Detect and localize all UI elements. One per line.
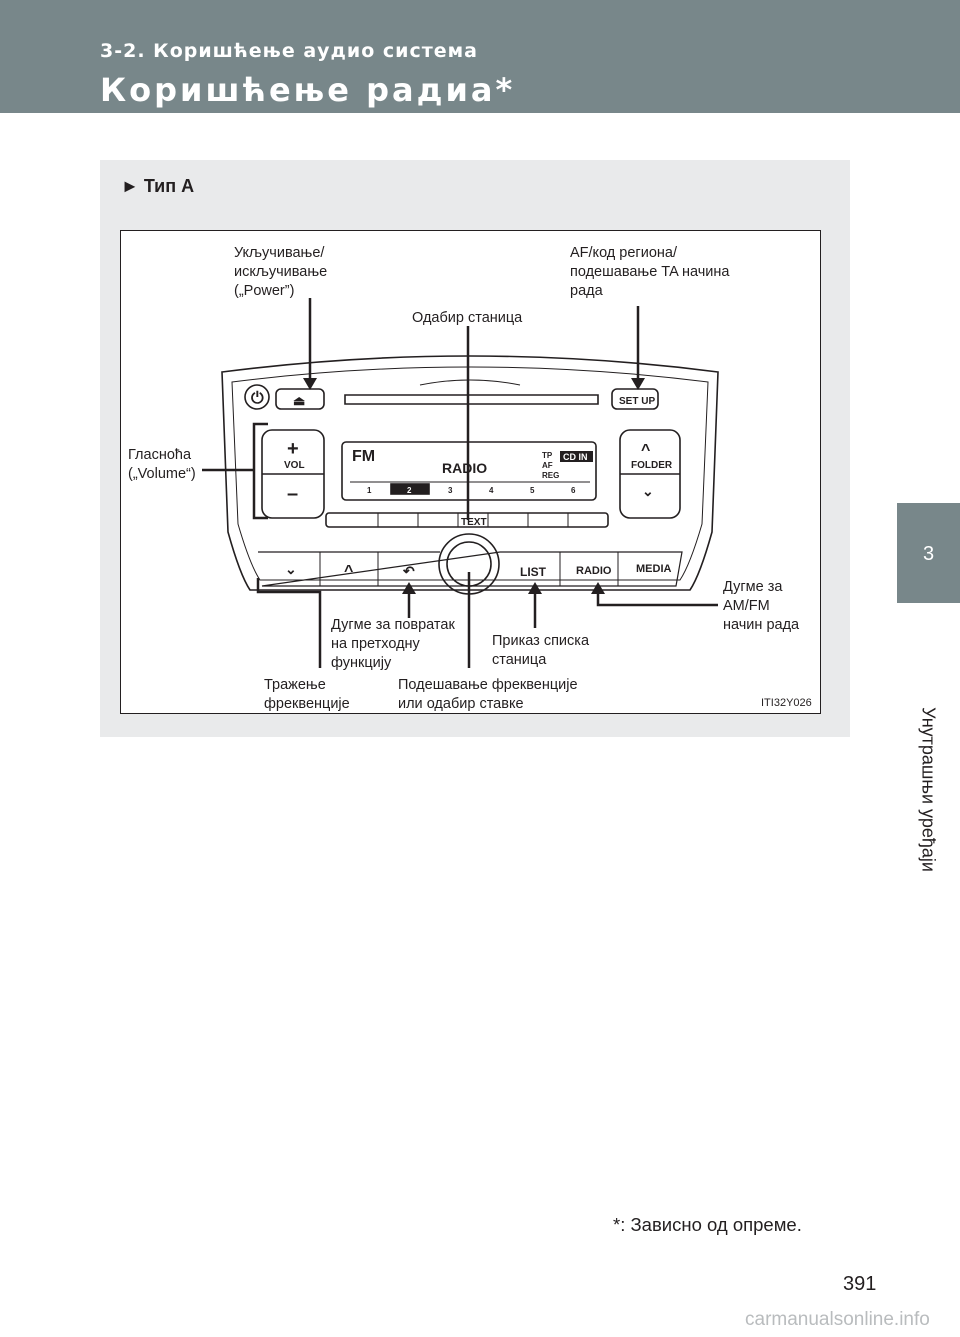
setup-label: SET UP (619, 396, 655, 407)
label-tune: Подешавање фреквенције или одабир ставке (398, 677, 578, 712)
callout-setup-arrow (631, 378, 645, 390)
label-station-select: Одабир станица (412, 310, 523, 326)
preset-1: 1 (367, 486, 372, 495)
callout-back-arrow (402, 582, 416, 594)
section-heading: 3-2. Коришћење аудио система (100, 40, 478, 62)
figure-panel-title: ► Тип А (121, 176, 195, 196)
label-back: Дугме за повратак на претходну функцију (331, 617, 455, 671)
setup-button (611, 388, 659, 410)
label-am-fm: Дугме за AM/FM начин рада (723, 579, 800, 633)
folder-up-icon: ^ (641, 442, 650, 459)
footnote: *: Зависно од опреме. (613, 1214, 802, 1235)
display-flag-reg: REG (542, 471, 559, 480)
preset-2: 2 (407, 486, 412, 495)
display-mode: RADIO (442, 460, 487, 476)
seek-up-icon: ^ (344, 563, 353, 580)
unit-bezel (221, 355, 719, 591)
preset-3: 3 (448, 486, 453, 495)
unit-inner-bezel (231, 366, 709, 581)
callout-amfm-line (596, 590, 718, 607)
text-button-label: TEXT (461, 517, 487, 528)
watermark: carmanualsonline.info (745, 1309, 930, 1330)
vol-label: VOL (284, 460, 305, 471)
label-seek: Тражење фреквенције (264, 677, 350, 712)
folder-down-icon: ⌄ (642, 483, 654, 499)
folder-label: FOLDER (631, 460, 673, 471)
display-flag-af: AF (542, 461, 553, 470)
page-header (0, 0, 960, 113)
radio-button-label: RADIO (576, 565, 612, 577)
callout-amfm-arrow (591, 582, 605, 594)
label-af-code: AF/код региона/ подешавање TA начина рад… (570, 245, 730, 299)
back-icon: ↶ (402, 563, 415, 579)
media-button-label: MEDIA (636, 563, 672, 575)
vol-plus-icon: + (287, 438, 299, 460)
power-icon: ⏻ (251, 390, 264, 407)
label-volume: Гласноћа („Volume“) (128, 447, 196, 482)
preset-4: 4 (489, 486, 494, 495)
display-cd: CD IN (563, 452, 588, 462)
cd-slot (344, 394, 599, 405)
display-band: FM (352, 448, 375, 465)
callout-seek-line (256, 578, 322, 668)
label-list: Приказ списка станица (492, 633, 590, 668)
eject-icon: ⏏ (293, 393, 305, 408)
seek-down-icon: ⌄ (285, 561, 297, 577)
display-cd-badge (560, 451, 593, 462)
preset-5: 5 (530, 486, 535, 495)
figure-id: ITI32Y026 (761, 697, 812, 709)
chapter-number: 3 (922, 543, 935, 565)
eject-button (275, 388, 325, 410)
chapter-tab (897, 503, 960, 603)
callout-power-arrow (303, 378, 317, 390)
page-title: Коришћење радиа* (100, 71, 516, 109)
page-number: 391 (843, 1273, 877, 1295)
list-button-label: LIST (520, 565, 547, 579)
display-flag-tp: TP (542, 451, 553, 460)
vol-minus-icon: – (287, 483, 298, 505)
preset-6: 6 (571, 486, 576, 495)
callout-list-arrow (528, 582, 542, 594)
power-button (244, 384, 270, 410)
callout-volume-bracket (202, 422, 268, 520)
label-power: Укључивање/ искључивање („Power”) (234, 245, 328, 299)
lower-button-row (258, 551, 683, 587)
